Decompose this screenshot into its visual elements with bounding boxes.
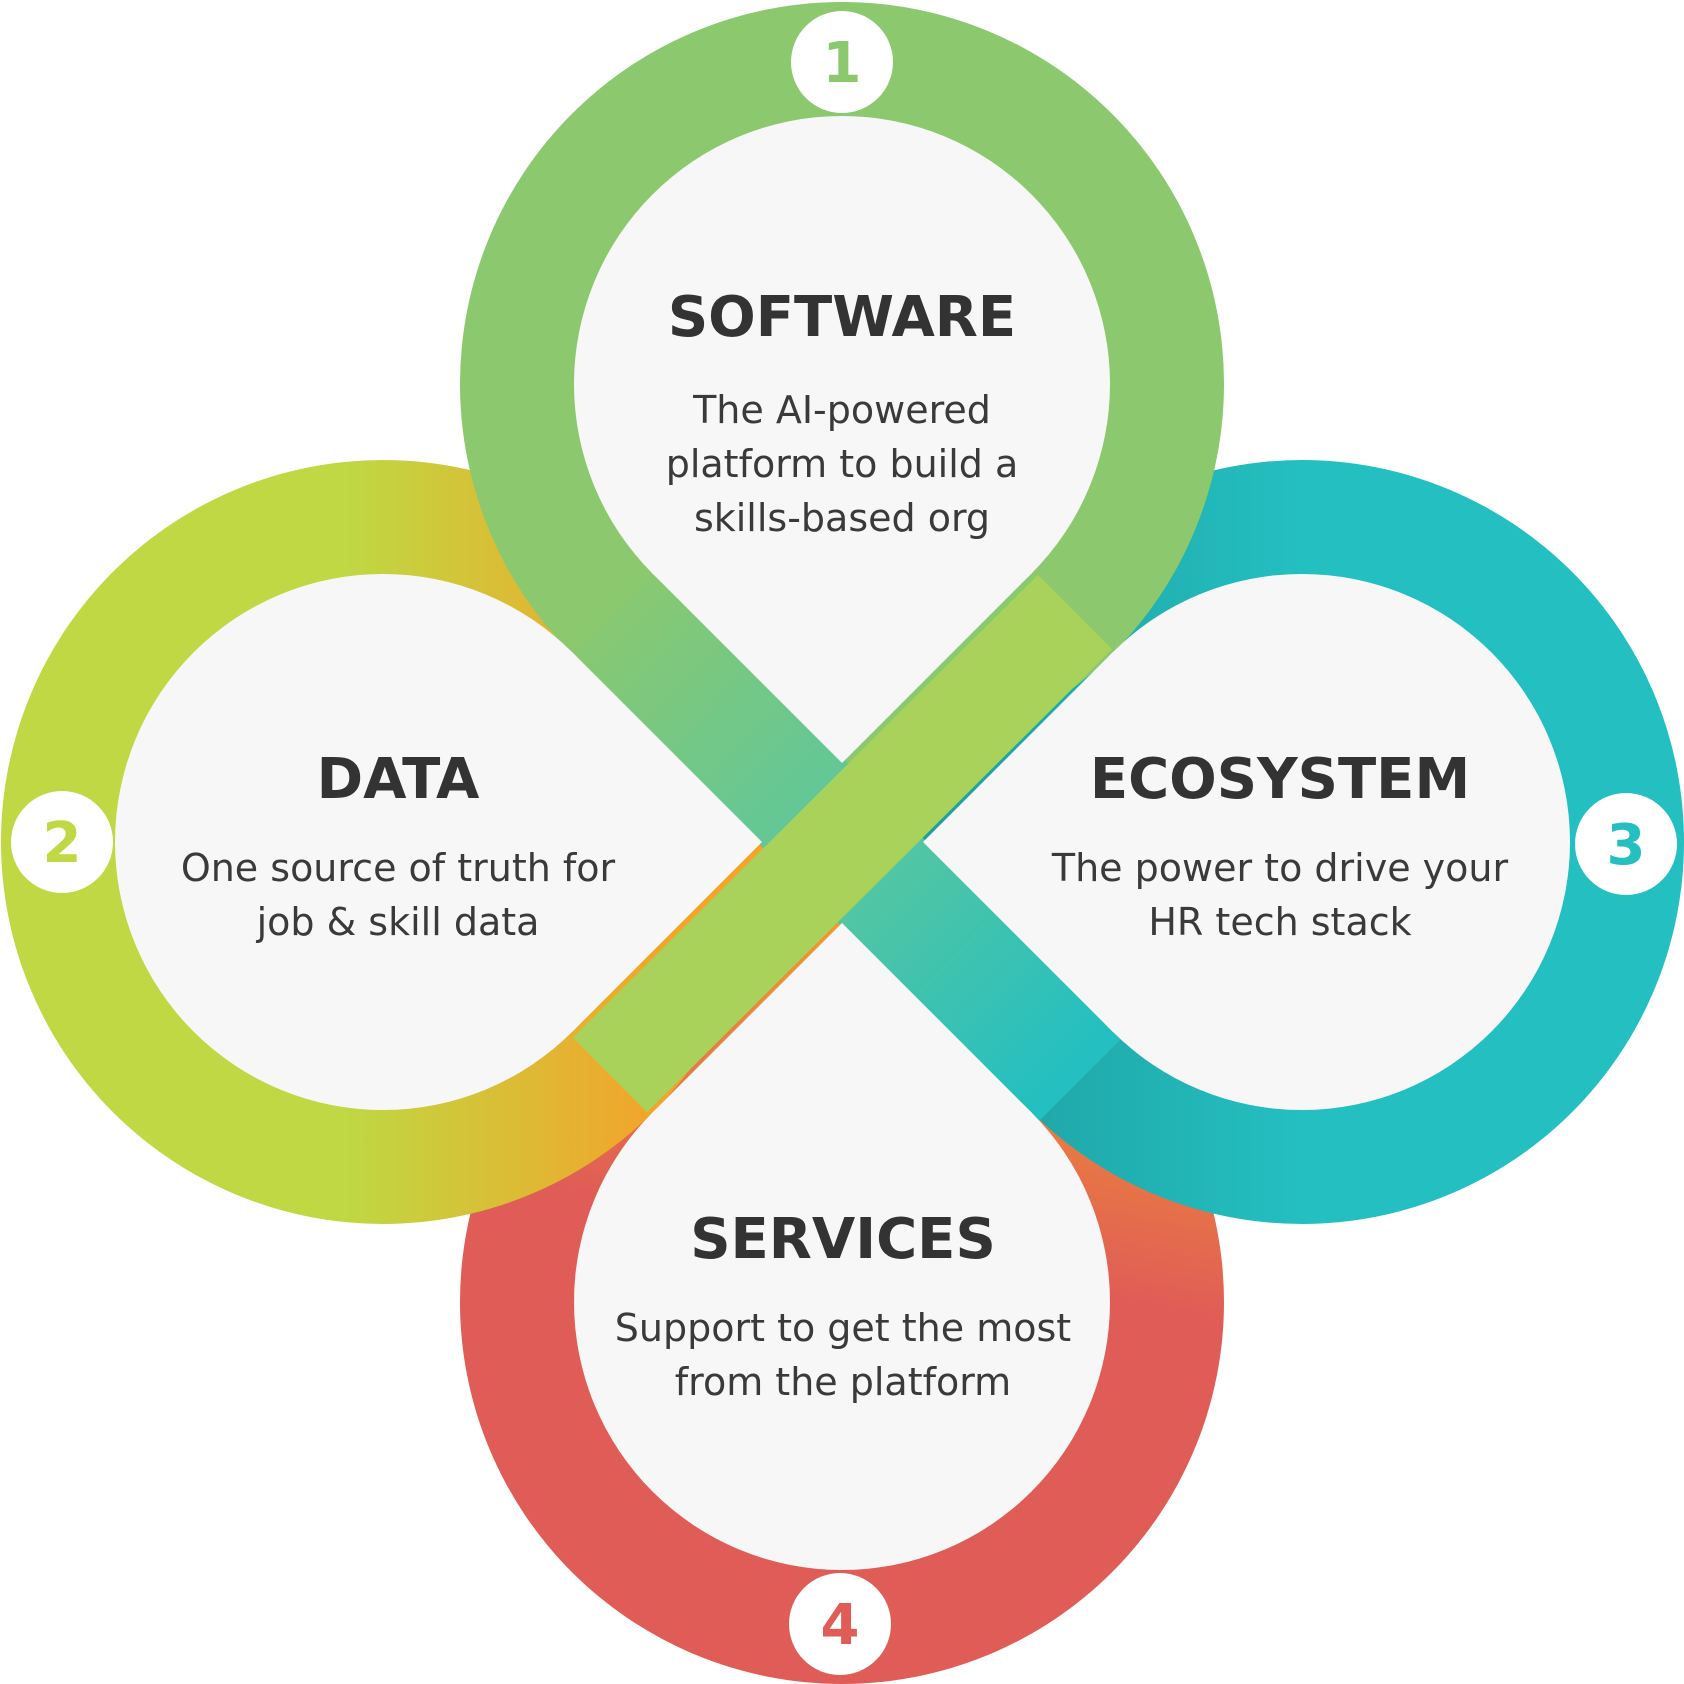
services-desc-line-1: Support to get the most bbox=[615, 1306, 1071, 1350]
badge-2: 2 bbox=[11, 791, 152, 893]
software-title: SOFTWARE bbox=[668, 285, 1016, 350]
data-title: DATA bbox=[317, 747, 480, 812]
panel-software bbox=[574, 116, 1110, 763]
badge-1-number: 1 bbox=[823, 31, 862, 96]
badge-3-number: 3 bbox=[1607, 813, 1646, 878]
panel-ecosystem bbox=[923, 574, 1570, 1110]
software-desc-line-2: platform to build a bbox=[666, 442, 1019, 486]
band-data-to-ecosystem bbox=[572, 574, 1113, 1113]
software-desc-line-3: skills-based org bbox=[694, 496, 990, 540]
data-desc-line-1: One source of truth for bbox=[181, 846, 616, 890]
badge-4-number: 4 bbox=[821, 1593, 860, 1658]
services-desc-line-2: from the platform bbox=[675, 1360, 1011, 1404]
badge-1: 1 bbox=[791, 11, 893, 152]
ecosystem-desc-line-1: The power to drive your bbox=[1051, 846, 1509, 890]
badge-4: 4 bbox=[789, 1532, 891, 1675]
services-title: SERVICES bbox=[690, 1207, 996, 1272]
data-desc-line-2: job & skill data bbox=[256, 900, 540, 944]
ecosystem-title: ECOSYSTEM bbox=[1090, 747, 1470, 812]
badge-3: 3 bbox=[1532, 793, 1677, 895]
panel-services bbox=[574, 923, 1110, 1570]
badge-2-number: 2 bbox=[43, 811, 82, 876]
panel-data bbox=[115, 574, 762, 1110]
ecosystem-desc-line-2: HR tech stack bbox=[1148, 900, 1411, 944]
software-desc-line-1: The AI-powered bbox=[692, 388, 991, 432]
